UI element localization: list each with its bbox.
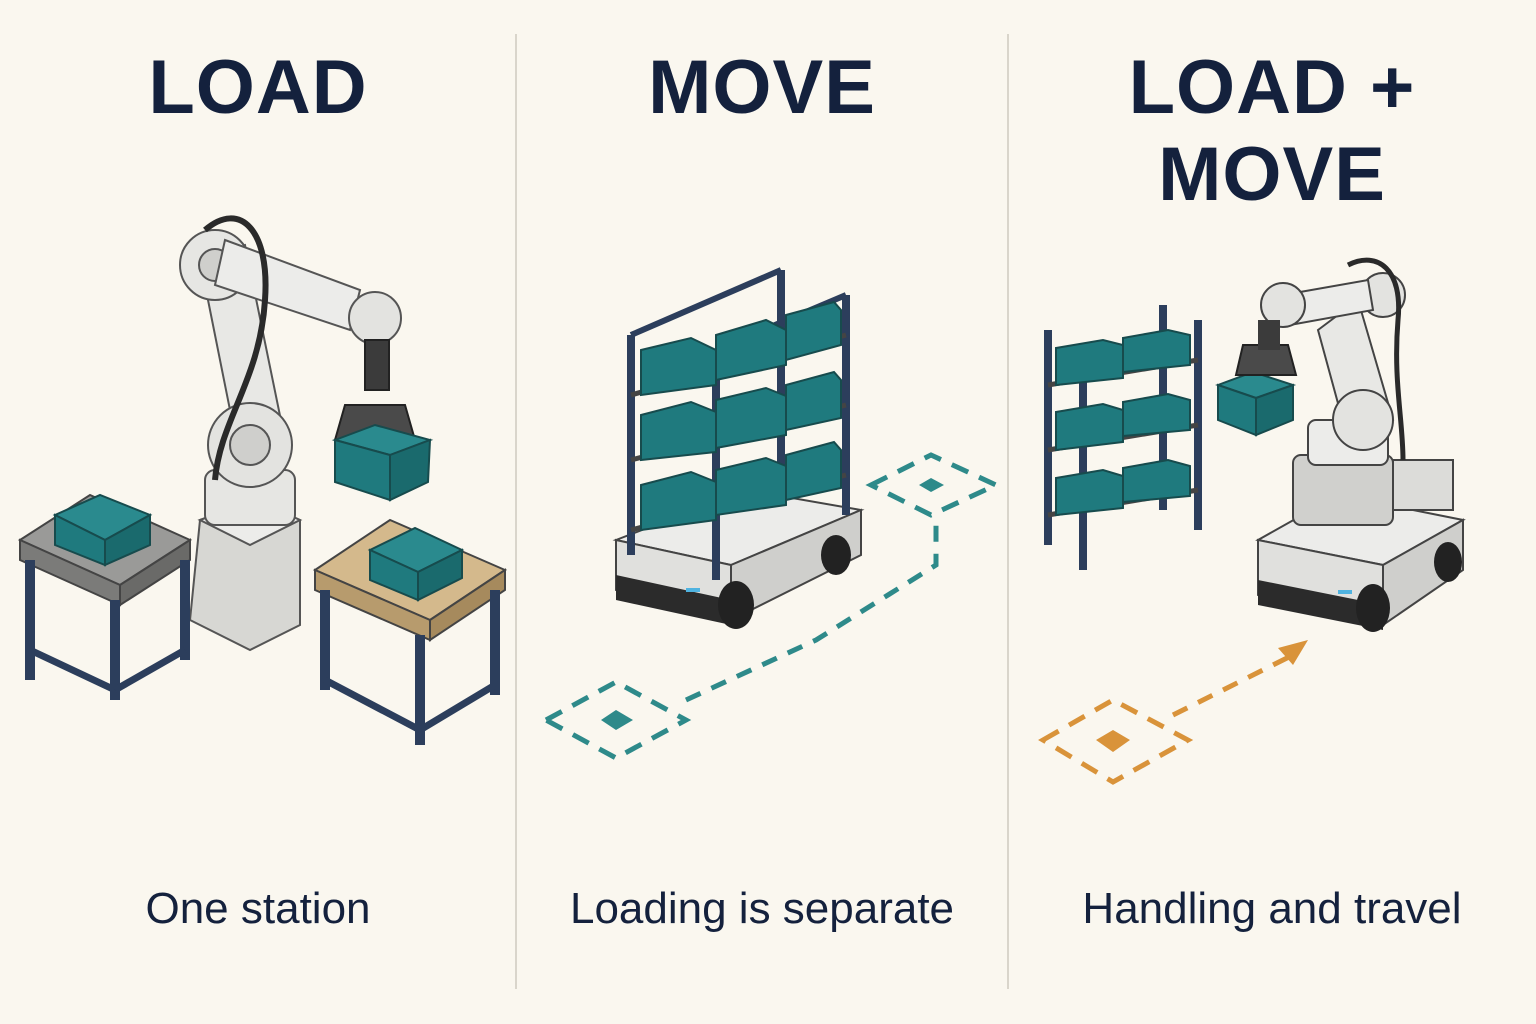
shelf-rack-icon — [1044, 305, 1202, 570]
shelf-rack-icon — [627, 267, 850, 580]
table-left-icon — [17, 493, 193, 700]
mobile-manipulator-icon — [1255, 257, 1466, 632]
robot-arm-icon — [179, 215, 417, 652]
panel-caption: One station — [145, 884, 371, 933]
divider-2 — [1007, 34, 1009, 989]
table-right-icon — [312, 518, 508, 745]
panel-title: LOAD + MOVE — [1128, 45, 1416, 217]
panel-move: MOVE — [516, 0, 1008, 1024]
panel-load-move: LOAD + MOVE — [1008, 0, 1536, 1024]
panel-title: LOAD — [148, 45, 368, 130]
panel-caption: Loading is separate — [569, 884, 955, 933]
divider-1 — [515, 34, 517, 989]
panel-load: LOAD — [0, 0, 516, 1024]
panel-title: MOVE — [648, 45, 876, 130]
route-arrow-icon — [1038, 640, 1308, 785]
move-robot-illustration — [540, 267, 1002, 761]
load-station-illustration — [17, 215, 508, 745]
load-move-illustration — [1038, 257, 1466, 785]
bin-icon — [1215, 344, 1298, 437]
panel-caption: Handling and travel — [1082, 884, 1462, 933]
mobile-robot-icon — [612, 488, 865, 629]
route-path-icon — [540, 452, 1002, 761]
bin-icon — [331, 423, 434, 502]
